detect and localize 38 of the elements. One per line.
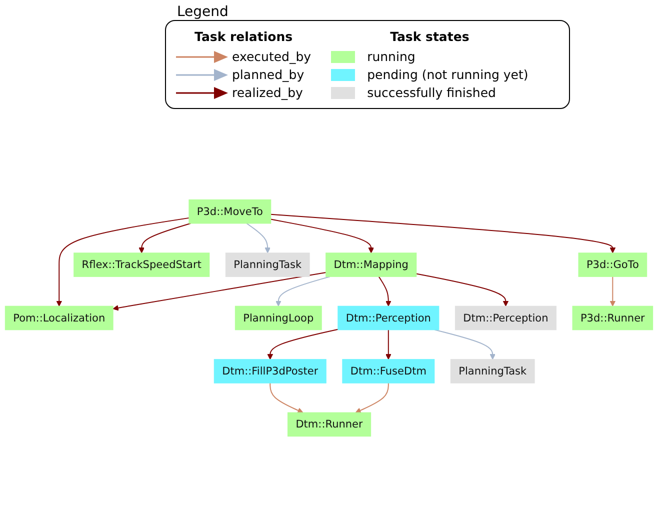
- node-box: Dtm::Perception: [454, 306, 556, 330]
- node-box: Dtm::Perception: [338, 306, 440, 330]
- arrow: [276, 276, 330, 306]
- legend-text: executed_by: [232, 49, 312, 64]
- legend-heading: Task relations: [194, 29, 294, 44]
- legend-heading: Task states: [389, 29, 470, 44]
- arrow: [434, 329, 496, 360]
- arrow: [246, 222, 270, 254]
- node-box: Dtm::FillP3dPoster: [214, 359, 326, 384]
- node-box: Pom::Localization: [4, 306, 114, 330]
- node-box: Dtm::FuseDtm: [342, 359, 435, 384]
- arrow: [416, 273, 509, 306]
- arrow: [112, 272, 326, 311]
- arrow: [386, 329, 392, 360]
- arrow: [138, 222, 192, 254]
- node-box: Dtm::Runner: [287, 412, 372, 437]
- arrow: [270, 214, 616, 254]
- node-box: PlanningLoop: [234, 306, 322, 330]
- node-box: PlanningTask: [450, 359, 535, 384]
- node-box: Rflex::TrackSpeedStart: [74, 252, 210, 277]
- arrow: [610, 276, 616, 306]
- node-box: P3d::GoTo: [578, 252, 648, 277]
- arrow: [56, 217, 190, 306]
- legend-text: planned_by: [232, 67, 304, 82]
- legend-text: pending (not running yet): [367, 67, 528, 82]
- arrow: [355, 382, 389, 414]
- arrow: [270, 382, 304, 414]
- legend-text: realized_by: [232, 85, 303, 100]
- node-box: Dtm::Mapping: [326, 252, 417, 277]
- arrow: [267, 328, 338, 360]
- node-box: P3d::MoveTo: [188, 199, 272, 224]
- node-box: P3d::Runner: [572, 306, 654, 330]
- node-box: PlanningTask: [225, 252, 310, 277]
- legend-text: successfully finished: [367, 85, 496, 100]
- arrow: [378, 276, 392, 306]
- arrow: [270, 218, 374, 254]
- legend-text: running: [367, 49, 416, 64]
- legend-title: Legend: [177, 4, 230, 20]
